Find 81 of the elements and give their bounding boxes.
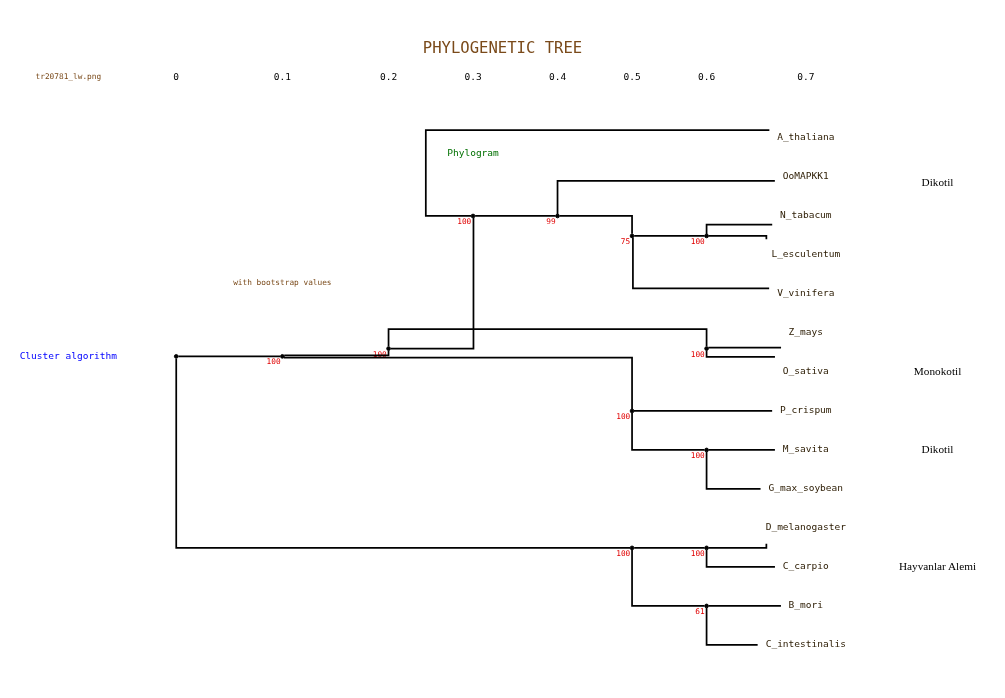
node-text: Z_mays [788,326,823,338]
label: 0.4 [548,70,567,82]
label: 0.2 [379,70,398,82]
connector [177,355,282,358]
connector [705,606,759,646]
node-point [704,233,709,239]
label: Monokotil [913,364,962,377]
node-point [704,603,709,609]
node-text: P_crispum [780,404,832,416]
label: Dikotil [921,442,954,455]
node-text: G_max_soybean [768,482,844,494]
connector [474,215,557,217]
label: Dikotil [921,176,954,188]
node-text: C_intestinalis [765,638,846,650]
connector [707,449,776,451]
node-point [386,346,391,351]
connector [424,129,771,217]
label: with bootstrap values [233,277,332,287]
node-label: 100 [690,451,705,461]
node-text: L_esculentum [771,248,841,260]
connector [632,236,770,290]
label: Phylogram [447,147,499,159]
node-text: OoMAPKK1 [782,170,829,182]
connector [558,215,633,235]
node-point [629,408,635,414]
node-point [173,354,179,359]
node-label: 99 [546,217,556,227]
node-text: O_sativa [782,365,829,377]
connector [705,223,774,235]
connector [707,235,768,241]
node-label: 61 [695,607,705,617]
node-point [629,233,635,239]
connector [633,410,773,412]
node-text: M_savita [782,443,829,455]
node-text: V_vinifera [777,287,835,299]
node-text: A_thaliana [777,131,835,143]
connector [705,549,776,568]
node-label: 100 [616,412,631,422]
node-label: 100 [690,548,705,558]
connector [556,180,776,215]
node-text: N_tabacum [780,209,832,221]
connector [175,357,631,549]
connector [387,328,708,348]
connector [707,542,768,549]
node-point [629,545,635,551]
label: Cluster algorithm [19,349,118,361]
label: Hayvanlar Alemi [898,559,977,572]
node-point [704,545,709,551]
node-label: 100 [690,349,705,359]
connector [705,349,776,358]
connector [389,217,475,350]
label: tr20781_lw.png [35,72,102,82]
label: 0.6 [697,70,716,82]
node-point [704,346,709,351]
node-label: 75 [620,237,631,247]
connector [283,349,390,357]
node-point [704,447,709,453]
connector [707,346,782,349]
label: 0.5 [623,70,641,82]
connector [631,548,706,607]
connector [631,411,706,451]
node-text: B_mori [788,599,823,611]
node-label: 100 [616,548,631,558]
node-label: 100 [690,237,705,247]
node-point [280,354,285,359]
node-point [470,213,476,219]
node-label: 100 [457,217,472,227]
label: 0.1 [273,70,291,82]
diagram-title: PHYLOGENETIC TREE [422,39,583,58]
connector [707,605,782,607]
node-label: 100 [266,357,281,367]
label: 0.3 [464,70,482,82]
connector [705,450,762,490]
node-text: D_melanogaster [765,521,846,533]
connector [633,547,706,549]
connector [633,235,706,237]
node-text: C_carpio [782,560,829,572]
label: 0 [173,70,180,82]
node-point [555,213,560,219]
label: 0.7 [797,70,815,82]
connector [283,356,633,410]
